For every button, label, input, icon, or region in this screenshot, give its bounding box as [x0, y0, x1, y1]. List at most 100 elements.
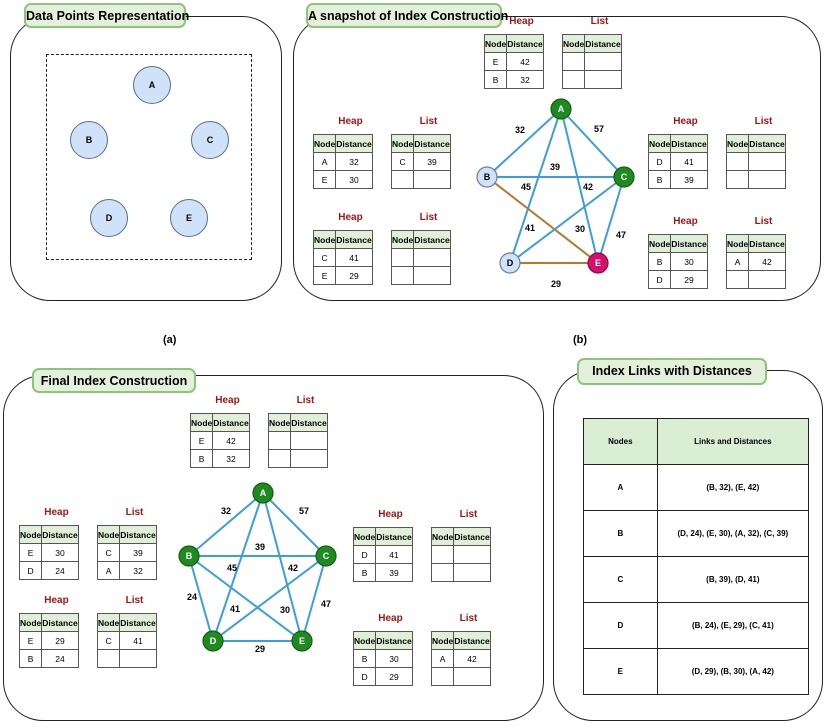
heap-column-header: Distance: [670, 134, 708, 153]
graph-node-label: E: [595, 258, 601, 268]
edge-weight-label: 39: [255, 542, 265, 552]
caption-a: (a): [163, 334, 177, 346]
edge-weight-label: 29: [255, 644, 265, 654]
list-column-header: Node: [561, 34, 586, 53]
final-title: Final Index Construction: [32, 368, 196, 393]
heap-column-header: Node: [18, 525, 43, 544]
heap-label: Heap: [215, 395, 240, 406]
list-cell: [290, 449, 328, 468]
list-row: [725, 270, 786, 289]
heap-label: Heap: [44, 507, 69, 518]
data-point-b: B: [70, 121, 108, 159]
data-point-e: E: [170, 199, 208, 237]
edge-b-e: [188, 555, 303, 642]
graph-node-a: [550, 98, 572, 120]
list-label: List: [419, 116, 438, 127]
edge-c-d: [509, 176, 625, 264]
list-column-header: Node: [430, 527, 455, 546]
edge-weight-label: 32: [515, 125, 525, 135]
heap-cell: 29: [670, 270, 708, 289]
heap-column-header: Node: [312, 134, 337, 153]
links-header-nodes: Nodes: [583, 418, 658, 465]
graph-node-a: [252, 482, 274, 504]
list-cell: 41: [119, 631, 157, 650]
heap-cell: 32: [212, 449, 250, 468]
graph-node-label: B: [484, 172, 491, 182]
edge-weight-label: 30: [280, 605, 290, 615]
list-column-header: Distance: [119, 613, 157, 632]
heap-label: Heap: [378, 613, 403, 624]
list-row: [267, 431, 328, 450]
links-table-row: D(B, 24), (E, 29), (C, 41): [583, 602, 810, 649]
list-row: [390, 248, 451, 267]
heap-cell: B: [18, 649, 43, 668]
list-column-header: Distance: [453, 527, 491, 546]
heap-label: Heap: [673, 216, 698, 227]
heap-cell: B: [352, 563, 377, 582]
links-distances-cell: (B, 32), (E, 42): [656, 464, 810, 511]
list-cell: [453, 563, 491, 582]
graph-node-label: A: [558, 104, 565, 114]
heap-label: Heap: [509, 16, 534, 27]
links-table-row: A(B, 32), (E, 42): [583, 464, 810, 511]
list-row: [390, 170, 451, 189]
list-cell: [453, 667, 491, 686]
edge-c-d: [212, 555, 327, 642]
graph-node-e: [587, 252, 609, 274]
edge-weight-label: 42: [288, 563, 298, 573]
heap-label: Heap: [673, 116, 698, 127]
graph-node-label: B: [186, 551, 193, 561]
heap-column-header: Node: [483, 34, 508, 53]
list-cell: [413, 266, 451, 285]
graph-node-label: E: [299, 636, 305, 646]
edge-a-c: [262, 492, 327, 557]
heap-column-header: Distance: [375, 631, 413, 650]
heap-column-header: Node: [312, 230, 337, 249]
list-row: [267, 449, 328, 468]
heap-cell: 24: [41, 561, 79, 580]
heap-column-header: Distance: [375, 527, 413, 546]
edge-weight-label: 57: [594, 124, 604, 134]
heap-column-header: Distance: [335, 230, 373, 249]
edge-a-d: [509, 108, 562, 264]
heap-column-header: Distance: [41, 613, 79, 632]
edge-a-b: [486, 108, 562, 178]
data-points-title: Data Points Representation: [24, 3, 189, 28]
list-cell: [748, 170, 786, 189]
heap-cell: 32: [506, 70, 544, 89]
list-label: List: [125, 595, 144, 606]
edge-weight-label: 45: [227, 563, 237, 573]
list-label: List: [125, 507, 144, 518]
edge-weight-label: 24: [187, 592, 197, 602]
list-cell: 32: [119, 561, 157, 580]
heap-cell: 30: [335, 170, 373, 189]
edge-weight-label: 47: [616, 230, 626, 240]
list-label: List: [754, 216, 773, 227]
list-row: [390, 266, 451, 285]
edge-a-b: [188, 492, 264, 557]
list-label: List: [459, 509, 478, 520]
heap-column-header: Node: [18, 613, 43, 632]
heap-label: Heap: [338, 116, 363, 127]
edge-a-d: [212, 492, 264, 642]
